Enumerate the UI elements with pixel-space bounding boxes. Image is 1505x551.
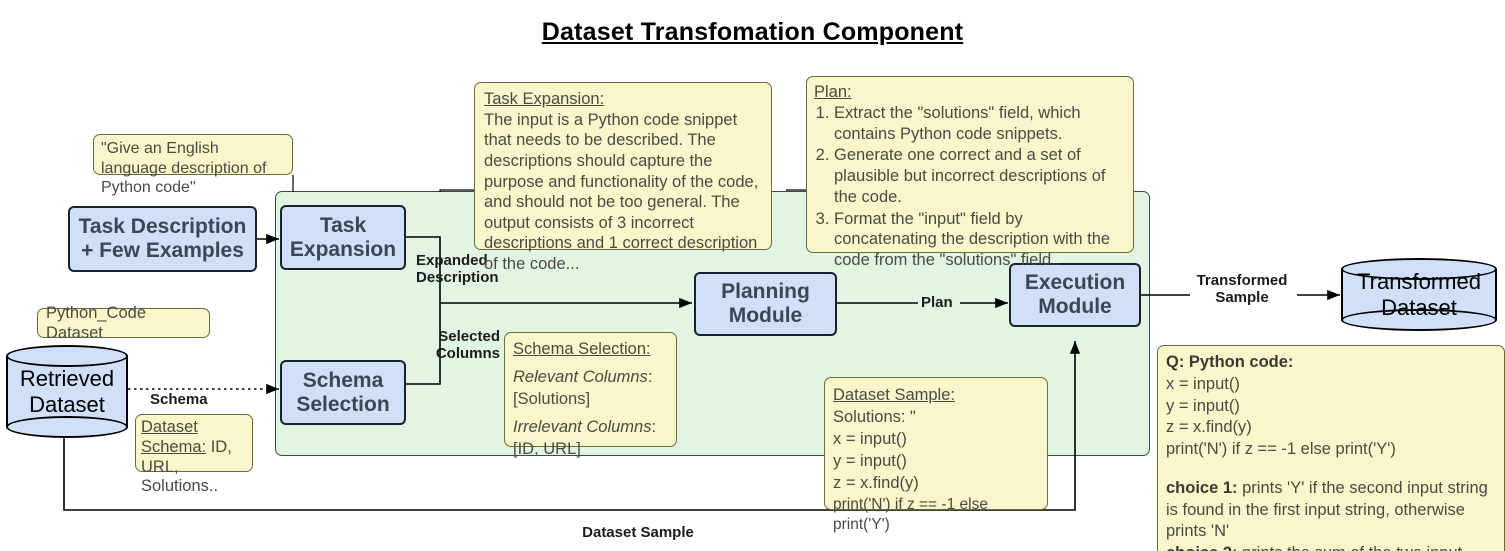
node-task-description[interactable]: Task Description + Few Examples <box>68 206 257 272</box>
node-schema-selection[interactable]: Schema Selection <box>280 360 406 425</box>
note-dataset-sample: Dataset Sample: Solutions: " x = input()… <box>824 377 1048 533</box>
note-irrelevant-columns-value: : [ID, URL] <box>513 418 657 458</box>
note-choice-1: choice 1: prints 'Y' if the second input… <box>1166 478 1496 543</box>
note-transformed-sample: Q: Python code: x = input() y = input() … <box>1157 345 1505 551</box>
note-dataset-schema: Dataset Schema: ID, URL, Solutions.. <box>135 414 253 495</box>
note-task-expansion: Task Expansion: The input is a Python co… <box>474 82 772 273</box>
node-execution-module[interactable]: Execution Module <box>1009 263 1141 327</box>
edge-label-plan: Plan <box>921 294 953 311</box>
note-transformed-sample-code-line: x = input() <box>1166 374 1240 393</box>
note-transformed-sample-code-line: print('N') if z == -1 else print('Y') <box>1166 440 1396 459</box>
note-irrelevant-columns-label: Irrelevant Columns <box>513 418 652 437</box>
note-dataset-sample-line: z = x.find(y) <box>833 474 919 493</box>
node-retrieved-dataset[interactable]: Retrieved Dataset <box>6 345 128 438</box>
note-choice-2-text: prints the sum of the two input strings <box>1166 544 1462 551</box>
note-dataset-sample-line: x = input() <box>833 430 907 449</box>
note-plan-step: Extract the "solutions" field, which con… <box>834 103 1125 145</box>
edge-label-selected-columns: Selected Columns <box>435 328 500 363</box>
note-plan: Plan: Extract the "solutions" field, whi… <box>806 76 1134 269</box>
note-transformed-sample-heading: Q: Python code: <box>1166 353 1294 371</box>
edge-label-transformed-sample: Transformed Sample <box>1196 272 1288 307</box>
note-dataset-sample-line: print('N') if z == -1 else print('Y') <box>833 495 988 534</box>
cylinder-top <box>6 345 128 367</box>
note-spacer <box>1166 461 1496 478</box>
node-planning-module-label: Planning Module <box>721 280 810 327</box>
cylinder-bottom <box>6 416 128 438</box>
node-task-expansion-label: Task Expansion <box>289 213 397 261</box>
note-plan-step: Format the "input" field by concatenatin… <box>834 209 1125 271</box>
note-plan-heading: Plan: <box>814 83 852 101</box>
note-dataset-sample-line: y = input() <box>833 452 907 471</box>
note-transformed-sample-code-line: y = input() <box>1166 396 1240 415</box>
note-plan-step: Generate one correct and a set of plausi… <box>834 145 1125 207</box>
note-choice-1-label: choice 1: <box>1166 478 1238 497</box>
note-prompt: "Give an English language description of… <box>93 134 293 196</box>
page-title: Dataset Transfomation Component <box>541 18 964 46</box>
node-schema-selection-label: Schema Selection <box>296 368 390 416</box>
edge-label-schema: Schema <box>150 391 208 408</box>
note-choice-2-label: choice 2: <box>1166 544 1238 551</box>
node-transformed-dataset-label: Transformed Dataset <box>1357 269 1481 320</box>
node-task-expansion[interactable]: Task Expansion <box>280 205 406 270</box>
note-relevant-columns-label: Relevant Columns <box>513 368 648 387</box>
node-retrieved-dataset-label: Retrieved Dataset <box>19 366 115 417</box>
note-dataset-sample-line: Solutions: " <box>833 408 916 427</box>
note-choice-1-text: prints 'Y' if the second input string is… <box>1166 478 1488 541</box>
cylinder-top <box>1341 258 1497 280</box>
cylinder-bottom <box>1341 309 1497 331</box>
note-relevant-columns-value: : [Solutions] <box>513 368 653 408</box>
note-plan-steps: Extract the "solutions" field, which con… <box>814 103 1125 271</box>
note-python-code-dataset: Python_Code Dataset <box>37 304 210 342</box>
edge-label-dataset-sample: Dataset Sample <box>582 524 694 541</box>
node-execution-module-label: Execution Module <box>1024 271 1126 318</box>
edge-label-expanded-description: Expanded Description <box>416 252 499 287</box>
note-task-expansion-heading: Task Expansion: <box>484 90 605 108</box>
node-task-description-label: Task Description + Few Examples <box>78 215 247 262</box>
note-dataset-schema-heading: Dataset Schema: <box>141 418 207 456</box>
note-schema-selection: Schema Selection: Relevant Columns: [Sol… <box>504 332 677 458</box>
note-task-expansion-body: The input is a Python code snippet that … <box>484 110 759 273</box>
note-python-code-dataset-text: Python_Code Dataset <box>46 303 146 342</box>
note-dataset-sample-heading: Dataset Sample: <box>833 386 955 404</box>
note-transformed-sample-code-line: z = x.find(y) <box>1166 418 1252 437</box>
note-schema-selection-heading: Schema Selection: <box>513 340 651 358</box>
note-choice-2: choice 2: prints the sum of the two inpu… <box>1166 543 1496 551</box>
node-planning-module[interactable]: Planning Module <box>694 272 837 336</box>
node-transformed-dataset[interactable]: Transformed Dataset <box>1341 258 1497 331</box>
note-dataset-schema-body: ID, URL, Solutions.. <box>141 437 232 496</box>
note-prompt-text: "Give an English language description of… <box>101 140 267 197</box>
